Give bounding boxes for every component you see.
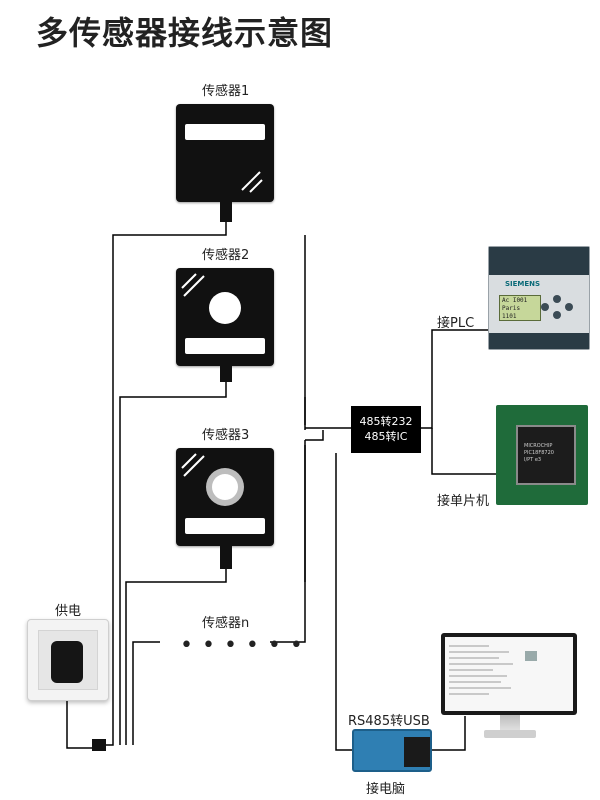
chip-text-3: I/PT e3 [524,457,542,463]
power-adapter [51,641,83,683]
display-bar [185,338,265,354]
usb-converter-label: RS485转USB [348,714,430,729]
mcu-board: MICROCHIP PIC18F8720 I/PT e3 [496,405,588,505]
sensor-2-stem [220,366,232,382]
cable-connector [92,739,106,751]
sensor-3 [176,448,274,546]
power-cable [66,683,96,749]
usb-converter [352,729,432,772]
plc-screen: Ac I001 Paris 1101 [499,295,541,321]
sensor-1-stem [220,202,232,222]
sensor-3-label: 传感器3 [202,428,250,443]
sensor-1 [176,104,274,202]
mcu-label: 接单片机 [437,494,490,509]
wire-sensor-n-right [270,445,306,643]
sensor-2 [176,268,274,366]
wire-sensor1 [96,222,227,746]
wire-usb-to-pc [432,716,466,751]
plc-device: SIEMENS Ac I001 Paris 1101 [488,246,590,350]
gloss-icon [181,453,205,477]
pc-label: 接电脑 [366,782,406,797]
plc-label: 接PLC [437,316,475,331]
wire-to-usb [335,453,352,751]
wire-sensor2 [119,382,227,745]
plc-screen-line1: Ac I001 [502,297,528,304]
plc-button [553,295,561,303]
display-bar [185,518,265,534]
chip-text-1: MICROCHIP [524,443,553,449]
converter-box: 485转232 485转IC [351,406,421,453]
plc-screen-line2: Paris 1101 [502,305,521,320]
wire-to-mcu [431,428,496,475]
monitor-stand [500,715,520,731]
computer-monitor [441,633,577,715]
chip-text-2: PIC18F8720 [524,450,554,456]
sensor-window [206,468,244,506]
plc-button [565,303,573,311]
ellipsis-dots: •••••• [180,633,312,658]
converter-line2: 485转IC [364,430,408,443]
plc-brand: SIEMENS [505,280,541,288]
sensor-2-label: 传感器2 [202,248,250,263]
page-title: 多传感器接线示意图 [36,14,334,52]
sensor-1-label: 传感器1 [202,84,250,99]
monitor-screen [445,637,573,711]
monitor-base [484,730,536,738]
sensor-n-label: 传感器n [202,616,250,631]
gloss-icon [241,171,263,193]
wire-sensor3 [125,569,227,745]
plc-button [553,311,561,319]
sensor-window [209,292,241,324]
microcontroller-chip: MICROCHIP PIC18F8720 I/PT e3 [516,425,576,485]
gloss-icon [181,273,205,297]
converter-line1: 485转232 [359,415,413,428]
sensor-3-stem [220,546,232,569]
power-label: 供电 [55,604,82,619]
wire-to-plc [421,329,488,429]
display-bar [185,124,265,140]
plc-button [541,303,549,311]
